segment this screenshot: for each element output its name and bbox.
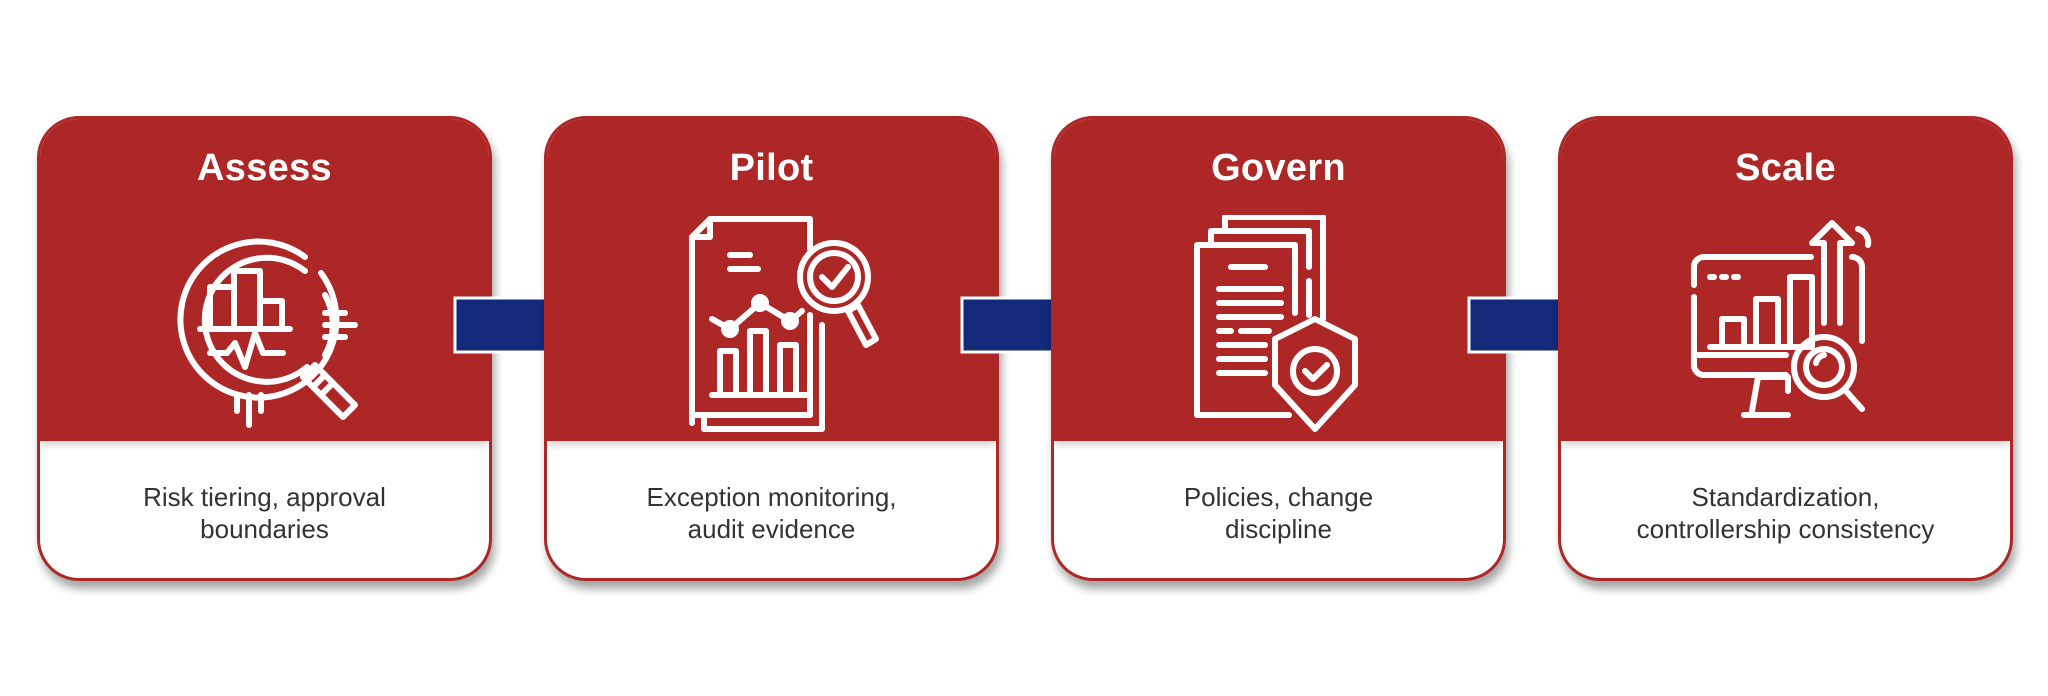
step-title: Assess <box>197 147 332 189</box>
step-description: Exception monitoring, audit evidence <box>646 482 897 544</box>
card-header: Govern <box>1054 119 1503 441</box>
step-title: Scale <box>1735 147 1836 189</box>
step-description: Policies, change discipline <box>1183 482 1374 544</box>
policy-shield-icon <box>1169 215 1389 435</box>
card-header: Scale <box>1561 119 2010 441</box>
step-description: Risk tiering, approval boundaries <box>143 482 386 544</box>
step-card-govern: Govern Policies, chang <box>1051 116 1506 581</box>
step-description: Standardization, controllership consiste… <box>1636 482 1935 544</box>
step-card-scale: Scale <box>1558 116 2013 581</box>
monitor-growth-icon <box>1676 215 1896 435</box>
magnifier-analytics-icon <box>155 215 375 435</box>
step-card-assess: Assess Risk t <box>37 116 492 581</box>
card-header: Assess <box>40 119 489 441</box>
step-title: Pilot <box>729 147 814 189</box>
step-title: Govern <box>1211 147 1346 189</box>
step-card-pilot: Pilot <box>544 116 999 581</box>
report-audit-icon <box>662 215 882 435</box>
card-header: Pilot <box>547 119 996 441</box>
